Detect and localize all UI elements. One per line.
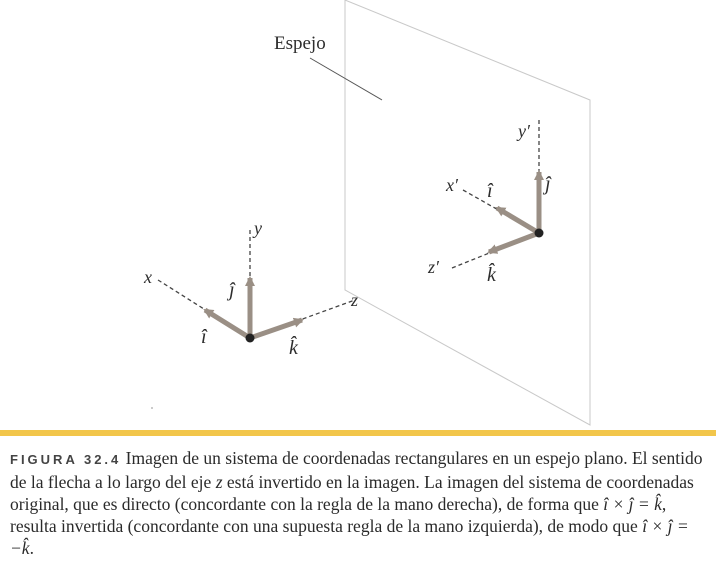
caption-equation-1: î × ĵ = k̂ bbox=[603, 494, 662, 514]
original-z-axis bbox=[249, 299, 356, 339]
original-i-label: î bbox=[201, 326, 208, 348]
original-origin bbox=[245, 333, 255, 343]
original-j-label: ĵ bbox=[226, 279, 236, 301]
mirror-figure: Espejo y x z ĵ î k̂ y′ x′ z′ ĵ î k̂ bbox=[143, 0, 591, 426]
caption-text-3: , resulta invertida (concordante con una… bbox=[10, 494, 667, 536]
print-speck bbox=[151, 407, 153, 409]
caption-equation-2: î × ĵ = −k̂ bbox=[10, 516, 689, 558]
caption-text-1: Imagen de un sistema de coordenadas rect… bbox=[10, 448, 703, 492]
image-origin bbox=[534, 228, 544, 238]
original-k-vector bbox=[249, 317, 304, 341]
original-x-label: x bbox=[143, 267, 152, 287]
original-k-label: k̂ bbox=[289, 335, 299, 359]
mirror-pointer-line bbox=[309, 57, 383, 101]
image-z-label: z′ bbox=[427, 257, 440, 277]
original-y-label: y bbox=[252, 218, 262, 238]
caption-rule bbox=[0, 430, 716, 436]
original-z-label: z bbox=[350, 290, 358, 310]
mirror-plane bbox=[344, 0, 591, 426]
image-k-vector bbox=[487, 230, 540, 255]
image-y-label: y′ bbox=[516, 121, 531, 141]
figure-number: FIGURA 32.4 bbox=[10, 452, 122, 467]
image-i-vector bbox=[495, 205, 541, 236]
image-k-label: k̂ bbox=[487, 262, 497, 286]
image-x-label: x′ bbox=[445, 175, 459, 195]
mirror-label: Espejo bbox=[274, 33, 326, 54]
image-system: y′ x′ z′ ĵ î k̂ bbox=[427, 120, 552, 286]
figure-caption: FIGURA 32.4 Imagen de un sistema de coor… bbox=[10, 447, 710, 559]
original-system: y x z ĵ î k̂ bbox=[143, 218, 358, 359]
image-i-label: î bbox=[487, 180, 494, 202]
original-i-vector bbox=[203, 307, 252, 341]
caption-z-variable: z bbox=[215, 472, 223, 492]
caption-text-4: . bbox=[29, 538, 34, 558]
image-j-label: ĵ bbox=[542, 173, 552, 195]
caption-text-2: está invertido en la imagen. La imagen d… bbox=[10, 472, 694, 514]
